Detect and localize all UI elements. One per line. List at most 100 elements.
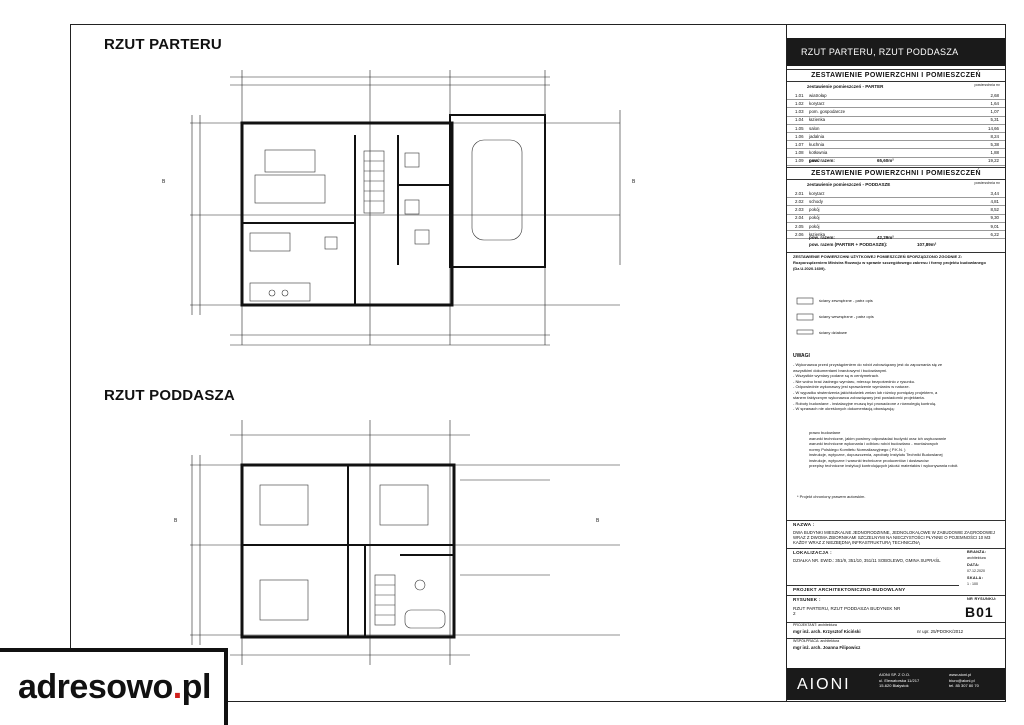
grand-total-value: 107,89m² — [917, 242, 937, 247]
project-location: DZIAŁKA NR. EWID.: 351/9, 351/10, 351/11… — [793, 558, 941, 563]
room-number: 2.05 — [795, 223, 804, 229]
notes-list: - Wykonawca przed przystąpieniem do robó… — [793, 362, 1003, 412]
room-name: kuchnia — [809, 141, 825, 147]
room-name: pokój — [809, 223, 820, 229]
company-web: www.aioni.pl — [949, 672, 972, 677]
room-area: 1,07 — [990, 109, 999, 115]
room-area: 19,22 — [988, 158, 999, 164]
room-number: 1.01 — [795, 92, 804, 98]
license-number: nr upr. 25/PDOKK/2012 — [917, 629, 964, 634]
room-number: 1.04 — [795, 117, 804, 123]
attic-table-heading: ZESTAWIENIE POWIERZCHNI I POMIESZCZEŃ — [787, 167, 1005, 180]
title-block-panel: RZUT PARTERU, RZUT PODDASZA ZESTAWIENIE … — [786, 24, 1006, 702]
notes-reference: Rozporządzeniem Ministra Rozwoju w spraw… — [793, 260, 986, 271]
room-name: jadalnia — [809, 133, 825, 139]
attic-floor-plan: B B — [174, 420, 620, 665]
room-number: 2.06 — [795, 231, 804, 237]
grand-total-label: pow. razem (PARTER + PODDASZE): — [809, 242, 888, 247]
adresowo-watermark: adresowo.pl — [0, 648, 228, 725]
room-name: pom. gospodarcze — [809, 109, 846, 115]
room-area: 8,52 — [990, 207, 999, 213]
legend-external-walls: ściany zewnętrzne - patrz opis — [819, 298, 873, 303]
note-item: - Nie wolno brać żadnego wymiaru, mierzą… — [793, 378, 916, 384]
room-number: 2.04 — [795, 215, 804, 221]
attic-floor-title: RZUT PODDASZA — [104, 387, 235, 404]
label-skala: SKALA: — [967, 576, 984, 580]
legend-partition-walls: ściany działowe — [819, 330, 848, 335]
section-mark-right: B — [632, 179, 636, 185]
room-name: łazienka — [809, 231, 826, 237]
room-number: 2.01 — [795, 190, 804, 196]
room-name: salon — [809, 125, 820, 131]
drawing-name: RZUT PARTERU, RZUT PODDASZA BUDYNEK NR 2 — [793, 606, 901, 617]
room-area: 9,30 — [990, 215, 999, 221]
designer-name: mgr inż. arch. Krzysztof Kiciński — [793, 629, 861, 634]
room-name: schody — [809, 198, 823, 204]
company-addr1: ul. Elewatorska 11/217 — [879, 677, 920, 683]
branza-value: architektura — [967, 556, 986, 560]
cooperation-name: mgr inż. arch. Joanna Filipowicz — [793, 645, 861, 650]
note-item: - W sprawach nie określonych dokumentacj… — [793, 406, 895, 411]
room-number: 1.07 — [795, 141, 804, 147]
panel-header: RZUT PARTERU, RZUT PODDASZA — [787, 38, 1005, 66]
room-area: 14,66 — [988, 125, 999, 131]
company-email: biuro@aioni.pl — [949, 677, 975, 683]
room-area: 2,68 — [990, 92, 999, 98]
date-value: 07.12.2020 — [967, 569, 985, 573]
room-area: 1,64 — [990, 100, 999, 106]
attic-total-value: 42,29m² — [877, 235, 894, 240]
room-number: 2.03 — [795, 207, 804, 213]
room-number: 1.08 — [795, 150, 804, 156]
project-type: PROJEKT ARCHITEKTONICZNO-BUDOWLANY — [793, 587, 906, 592]
company-logo: AIONI — [797, 676, 851, 693]
label-lokalizacja: LOKALIZACJA : — [793, 550, 832, 555]
section-mark-left: B — [162, 179, 166, 185]
note-item: - Wykonawca przed przystąpieniem do robó… — [793, 362, 943, 367]
attic-table-subheading: zestawienie pomieszczeń - PODDASZE — [807, 182, 891, 187]
ground-total-value: 65,60m² — [877, 158, 894, 163]
company-sub: AIONI SP. Z O.O. — [879, 672, 911, 677]
label-nr-rysunku: NR RYSUNKU: — [967, 597, 997, 601]
room-name: korytarz — [809, 190, 825, 196]
room-area: 5,31 — [990, 117, 999, 123]
note-bullet: warunki techniczne, jakim powinny odpowi… — [809, 435, 947, 441]
copyright-note: * Projekt chroniony prawem autorskim. — [797, 494, 866, 499]
watermark-dot: . — [172, 668, 182, 706]
watermark-main: adresowo — [18, 668, 173, 706]
room-area: 4,81 — [990, 198, 999, 204]
scale-value: 1 : 100 — [967, 582, 978, 586]
room-area: 8,24 — [990, 133, 999, 139]
label-nazwa: NAZWA : — [793, 522, 815, 527]
ground-table-unit: powierzchnia m² — [974, 83, 1000, 87]
label-rysunek: RYSUNEK : — [793, 597, 821, 602]
note-item: wszystkimi dokumentami branżowymi i budo… — [793, 367, 888, 373]
note-item: - Roboty budowlane - instalacyjne muszą … — [793, 400, 937, 406]
legend-internal-walls: ściany wewnętrzne - patrz opis — [819, 314, 874, 319]
room-number: 1.06 — [795, 133, 804, 139]
notes-uwagi: UWAGI — [793, 353, 810, 359]
label-branza: BRANŻA: — [967, 550, 987, 554]
room-name: korytarz — [809, 100, 825, 106]
watermark-tld: pl — [181, 668, 212, 706]
room-area: 3,44 — [990, 190, 999, 196]
attic-table-unit: powierzchnia m² — [974, 181, 1000, 185]
company-addr2: 15-620 Białystok — [879, 683, 909, 688]
ground-table-heading: ZESTAWIENIE POWIERZCHNI I POMIESZCZEŃ — [787, 69, 1005, 82]
section-mark-right-attic: B — [596, 518, 600, 524]
room-area: 1,88 — [990, 150, 999, 156]
note-item: stanem faktycznym wykonawca zobowiązany … — [793, 395, 925, 400]
note-bullet: przepisy techniczne instytucji kontroluj… — [809, 463, 959, 468]
ground-floor-plan: B B — [162, 70, 636, 346]
note-bullet: instrukcje, wytyczne i warunki techniczn… — [809, 457, 929, 463]
